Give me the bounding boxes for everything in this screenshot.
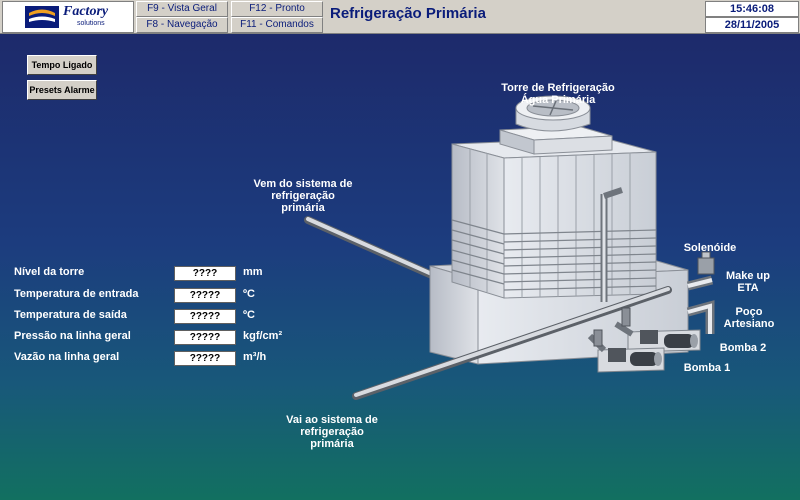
poco-label: Poço Artesiano [716, 306, 782, 330]
inlet-label-line1: Vem do sistema de [253, 178, 353, 190]
plant-diagram [304, 95, 715, 400]
pump-1-icon [587, 329, 665, 373]
value-temperatura-saida: ????? [174, 309, 236, 324]
tower-fan-icon [515, 95, 591, 132]
f8-navegacao-button[interactable]: F8 - Navegação [136, 17, 228, 33]
unit-pressao-linha: kgf/cm² [243, 330, 283, 342]
outlet-label-line1: Vai ao sistema de [286, 414, 378, 426]
solenoid-valve-icon [697, 251, 715, 275]
presets-alarme-button[interactable]: Presets Alarme [27, 80, 97, 100]
tower-label-line1: Torre de Refrigeração [501, 82, 615, 94]
pump-1-label: Bomba 1 [683, 362, 731, 374]
makeup-label: Make up ETA [718, 270, 778, 294]
company-logo: Factory solutions [2, 1, 134, 33]
clock-date: 28/11/2005 [705, 17, 799, 33]
value-temperatura-entrada: ????? [174, 288, 236, 303]
pump-2-label: Bomba 2 [719, 342, 767, 354]
value-nivel-torre: ???? [174, 266, 236, 281]
outlet-label-line3: primária [310, 438, 354, 450]
unit-temperatura-entrada: ºC [243, 288, 255, 300]
f12-pronto-button[interactable]: F12 - Pronto [231, 1, 323, 17]
inlet-label: Vem do sistema de refrigeração primária [236, 178, 370, 214]
makeup-piping [686, 275, 715, 334]
label-pressao-linha: Pressão na linha geral [14, 330, 131, 342]
unit-nivel-torre: mm [243, 266, 263, 278]
inlet-label-line2: refrigeração [271, 190, 335, 202]
tempo-ligado-button[interactable]: Tempo Ligado [27, 55, 97, 75]
value-vazao-linha: ????? [174, 351, 236, 366]
factory-logo-icon [25, 6, 59, 28]
outlet-label-line2: refrigeração [300, 426, 364, 438]
poco-label-line1: Poço [735, 306, 763, 318]
tower-label: Torre de Refrigeração Água Primária [476, 82, 640, 106]
logo-subtitle: solutions [77, 20, 105, 27]
outlet-pipe [352, 286, 672, 400]
pump-2-icon [614, 307, 701, 353]
f9-vista-geral-button[interactable]: F9 - Vista Geral [136, 1, 228, 17]
unit-vazao-linha: m³/h [243, 351, 267, 363]
poco-label-line2: Artesiano [723, 318, 775, 330]
outlet-label: Vai ao sistema de refrigeração primária [270, 414, 394, 450]
clock-time: 15:46:08 [705, 1, 799, 17]
value-pressao-linha: ????? [174, 330, 236, 345]
makeup-label-line2: ETA [737, 282, 759, 294]
tower-label-line2: Água Primária [520, 94, 596, 106]
logo-brand: Factory [63, 4, 109, 19]
unit-temperatura-saida: ºC [243, 309, 255, 321]
cooling-tower [451, 95, 657, 302]
makeup-label-line1: Make up [725, 270, 770, 282]
label-nivel-torre: Nível da torre [14, 266, 85, 278]
label-temperatura-saida: Temperatura de saída [14, 309, 127, 321]
top-bar: Factory solutions F9 - Vista Geral F8 - … [0, 0, 800, 34]
label-vazao-linha: Vazão na linha geral [14, 351, 120, 363]
f11-comandos-button[interactable]: F11 - Comandos [231, 17, 323, 33]
label-temperatura-entrada: Temperatura de entrada [14, 288, 139, 300]
solenoid-label: Solenóide [683, 242, 737, 254]
main-area: Tempo Ligado Presets Alarme Nível da tor… [0, 34, 800, 500]
inlet-label-line3: primária [281, 202, 325, 214]
page-title: Refrigeração Primária [330, 5, 486, 22]
